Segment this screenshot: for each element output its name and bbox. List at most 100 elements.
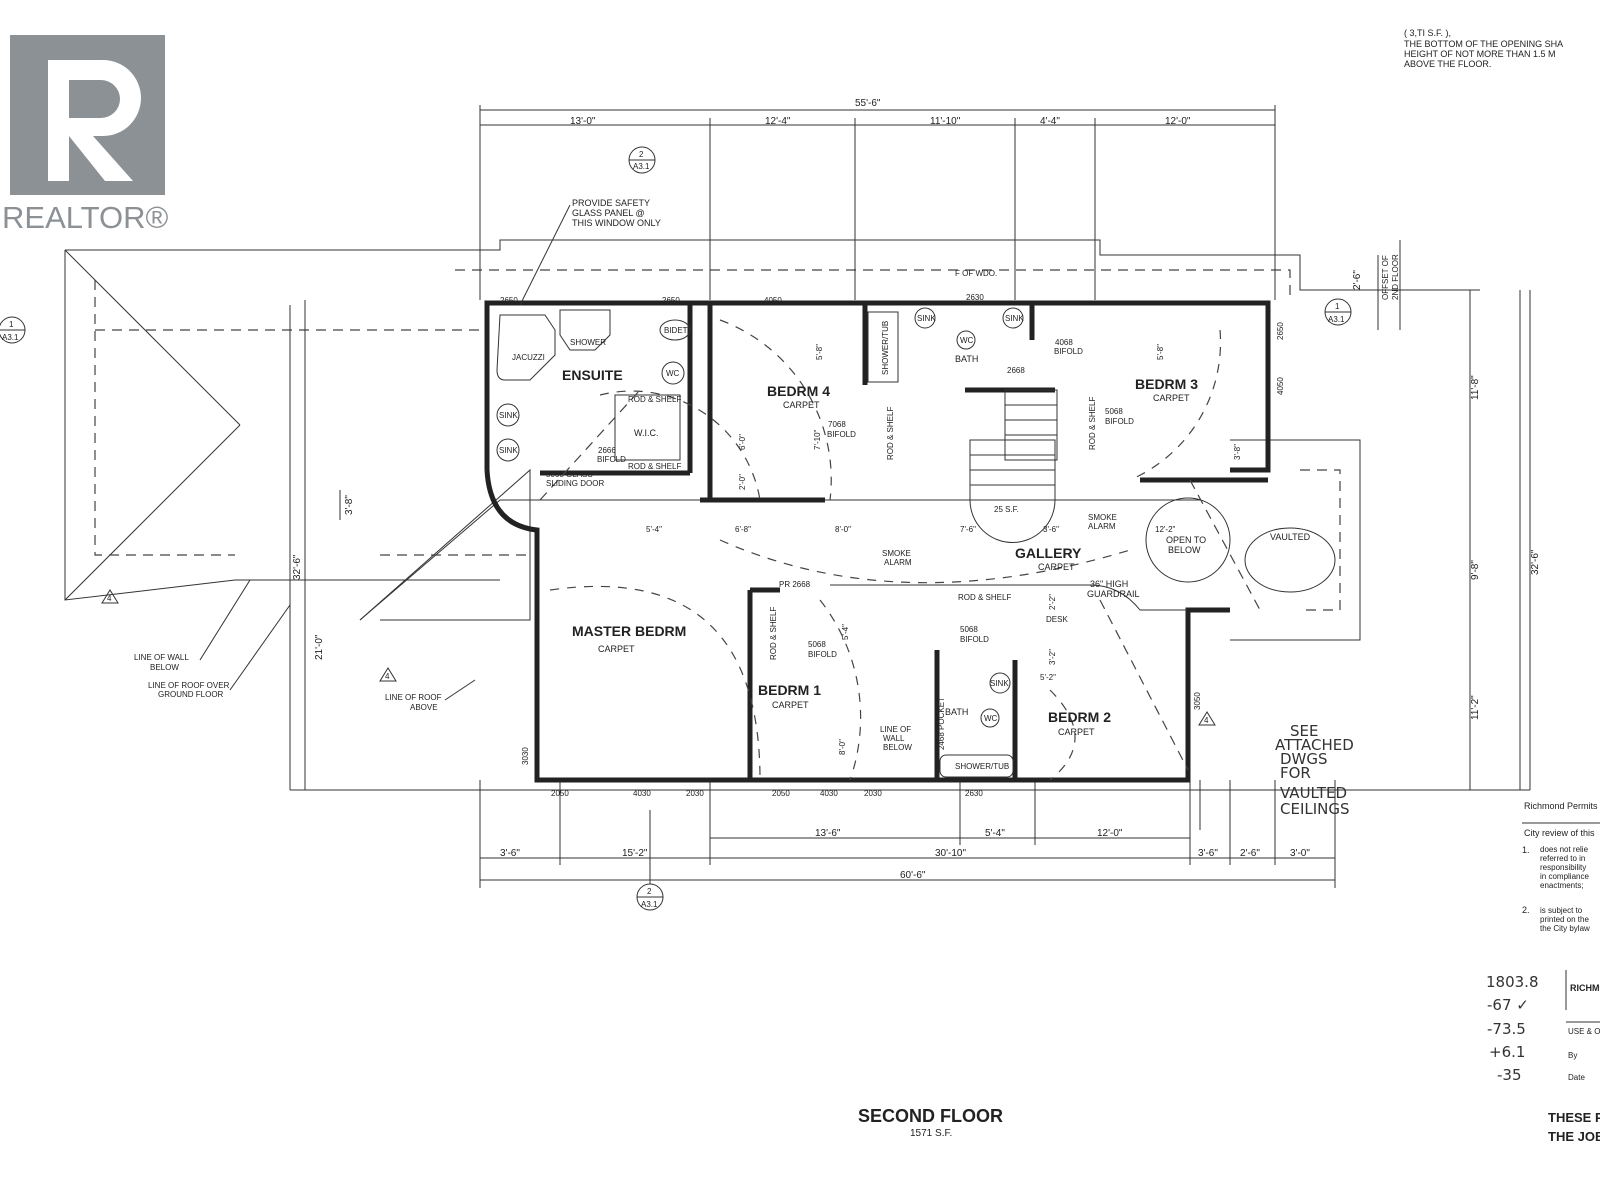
drawing-text: OPEN TO [1166,535,1206,545]
drawing-text: 2650 [500,296,518,305]
drawing-text: PR 2668 [779,580,811,589]
drawing-text: 2650 [662,296,680,305]
drawing-text: 5068 [1105,407,1123,416]
drawing-text: 12'-0" [1165,116,1191,127]
drawing-text: 4 [107,594,112,603]
drawing-text: BELOW [1168,545,1201,555]
drawing-text: ATTACHED [1275,736,1354,754]
drawing-text: 3'-6" [1198,848,1218,859]
drawing-text: THE JOB [1548,1129,1600,1144]
room-labels: ENSUITE JACUZZI SHOWER BIDET WC SINK SIN… [499,314,1198,771]
drawing-text: 7'-6" [960,525,976,534]
drawing-text: 3'-0" [1290,848,1310,859]
drawing-text: 1571 S.F. [910,1128,952,1139]
drawing-text: 1803.8 [1486,973,1539,991]
drawing-text: SINK [917,314,936,323]
drawing-text: 4 [1204,716,1209,725]
drawing-text: By [1568,1051,1577,1060]
drawing-text: BIFOLD [827,430,856,439]
drawing-text: BELOW [150,663,179,672]
drawing-text: 3'-2" [1048,649,1057,665]
drawing-text: is subject to [1540,906,1583,915]
drawing-text: SINK [499,446,518,455]
drawing-text: LINE OF [880,725,911,734]
drawing-text: SINK [499,411,518,420]
drawing-text: 7068 [828,420,846,429]
drawing-text: WC [984,714,998,723]
drawing-text: -73.5 [1487,1020,1526,1038]
drawing-text: 8'-0" [835,525,851,534]
logo-text: REALTOR® [2,200,169,235]
drawing-text: BELOW [883,743,912,752]
drawing-text: SHOWER [570,338,606,347]
drawing-text: 13'-0" [570,116,596,127]
drawing-text: THESE PLA [1548,1110,1600,1125]
drawing-text: +6.1 [1489,1043,1525,1061]
drawing-text: 2'-0" [738,474,747,490]
drawing-text: 8'-0" [838,739,847,755]
drawing-text: 15'-2" [622,848,648,859]
drawing-text: BIFOLD [808,650,837,659]
handwritten-calculation: 1803.8 -67 ✓ -73.5 +6.1 -35 [1486,973,1539,1084]
drawing-text: WC [666,369,680,378]
drawing-text: BEDRM 2 [1048,709,1111,725]
drawing-text: GLASS PANEL @ [572,208,645,218]
drawing-text: 1 [9,320,14,329]
drawing-text: HEIGHT OF NOT MORE THAN 1.5 M [1404,49,1556,59]
drawing-text: A3.1 [1328,315,1345,324]
top-right-note: ( 3,TI S.F. ), THE BOTTOM OF THE OPENING… [1404,28,1563,69]
drawing-text: RICHMO [1570,983,1600,993]
drawing-text: 2630 [966,293,984,302]
drawing-text: 2'-2" [1048,594,1057,610]
drawing-text: printed on the [1540,915,1589,924]
drawing-text: 2ND FLOOR [1391,254,1400,300]
drawing-text: DWGS [1280,750,1328,768]
drawing-text: A3.1 [2,333,19,342]
drawing-text: 12'-2" [1155,525,1176,534]
drawing-text: SINK [990,679,1009,688]
drawing-text: 36" HIGH [1090,579,1128,589]
door-window-labels: 2650 2650 4050 2630 2668 4068 BIFOLD 706… [500,293,1285,798]
drawing-text: LINE OF ROOF [385,693,442,702]
drawing-text: SINK [1005,314,1024,323]
revision-tag: 4 4 4 [101,589,1216,726]
drawing-text: 3050 [1193,692,1202,710]
roof-outline [64,239,1530,830]
drawing-text: BIFOLD [1054,347,1083,356]
drawing-text: 4 [385,672,390,681]
drawing-text: ENSUITE [562,367,623,383]
drawing-text: 1. [1522,845,1530,855]
drawing-text: 5068 [808,640,826,649]
drawing-text: 1 [1335,302,1340,311]
drawing-text: the City bylaw [1540,924,1590,933]
drawing-text: USE & O [1568,1027,1600,1036]
drawing-text: 2 [639,150,644,159]
drawing-text: 2668 [1007,366,1025,375]
realtor-logo: REALTOR® [2,35,169,235]
drawing-text: BIDET [664,326,688,335]
drawing-text: 2050 [551,789,569,798]
drawing-text: 5068 [960,625,978,634]
drawing-text: CARPET [598,644,635,654]
drawing-text: WALL [883,734,905,743]
drawing-text: 6'-0" [738,434,747,450]
dimension-labels: 55'-6" 13'-0" 12'-4" 11'-10" 4'-4" 12'-0… [292,98,1541,881]
drawing-text: 7'-10" [813,429,822,450]
drawing-text: 3'-6" [1043,525,1059,534]
drawing-text: 4050 [764,296,782,305]
drawing-text: 6'-8" [735,525,751,534]
drawing-text: 32'-6" [292,554,303,580]
drawing-text: City review of this [1524,828,1595,838]
drawing-text: LINE OF ROOF OVER [148,681,230,690]
fixtures [496,307,1336,781]
drawing-text: 2650 [1276,322,1285,340]
walls [484,300,1271,783]
drawing-text: 3'-6" [500,848,520,859]
drawing-text: 11'-8" [1470,375,1481,400]
drawing-text: OFFSET OF [1381,255,1390,300]
drawing-text: ( 3,TI S.F. ), [1404,28,1451,38]
drawing-text: 4'-4" [1040,116,1060,127]
drawing-text: does not relie [1540,845,1589,854]
drawing-text: CARPET [1058,727,1095,737]
